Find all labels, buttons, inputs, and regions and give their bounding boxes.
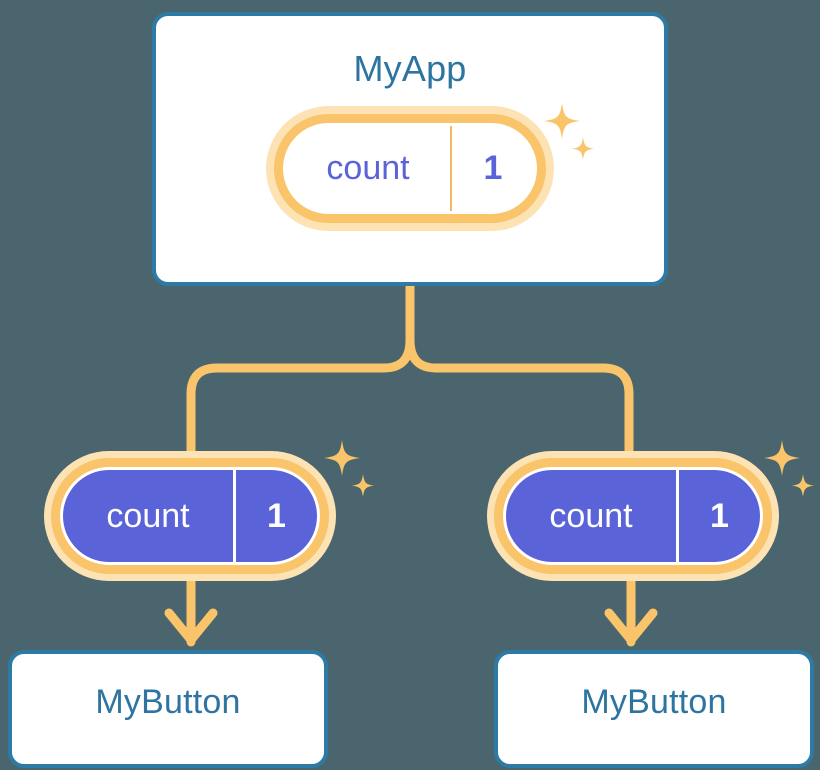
state-pill-body: count 1 (506, 470, 760, 562)
state-pill-right[interactable]: count 1 (487, 451, 779, 581)
component-card-title: MyButton (95, 683, 241, 721)
state-pill-ring: count 1 (494, 458, 772, 574)
state-key-label: count (326, 149, 410, 187)
state-key-label: count (549, 496, 633, 535)
state-pill-ring: count 1 (274, 114, 546, 223)
state-value-label: 1 (676, 470, 760, 562)
state-value-label: 1 (233, 470, 317, 562)
state-pill-myapp[interactable]: count 1 (266, 106, 554, 231)
state-key-label: count (106, 496, 190, 535)
state-pill-body: count 1 (286, 126, 534, 211)
arrow-down-right-head (604, 608, 658, 645)
state-value-label: 1 (450, 126, 534, 211)
connector-branch-right (405, 335, 634, 463)
state-pill-left[interactable]: count 1 (44, 451, 336, 581)
state-pill-ring: count 1 (51, 458, 329, 574)
component-card-title: MyButton (581, 683, 727, 721)
state-pill-body: count 1 (63, 470, 317, 562)
component-card-mybutton-right[interactable]: MyButton (494, 650, 814, 768)
page-title: MyApp (353, 48, 467, 89)
component-card-mybutton-left[interactable]: MyButton (8, 650, 328, 768)
connector-branch-left (186, 335, 415, 463)
arrow-down-left-head (164, 608, 218, 645)
